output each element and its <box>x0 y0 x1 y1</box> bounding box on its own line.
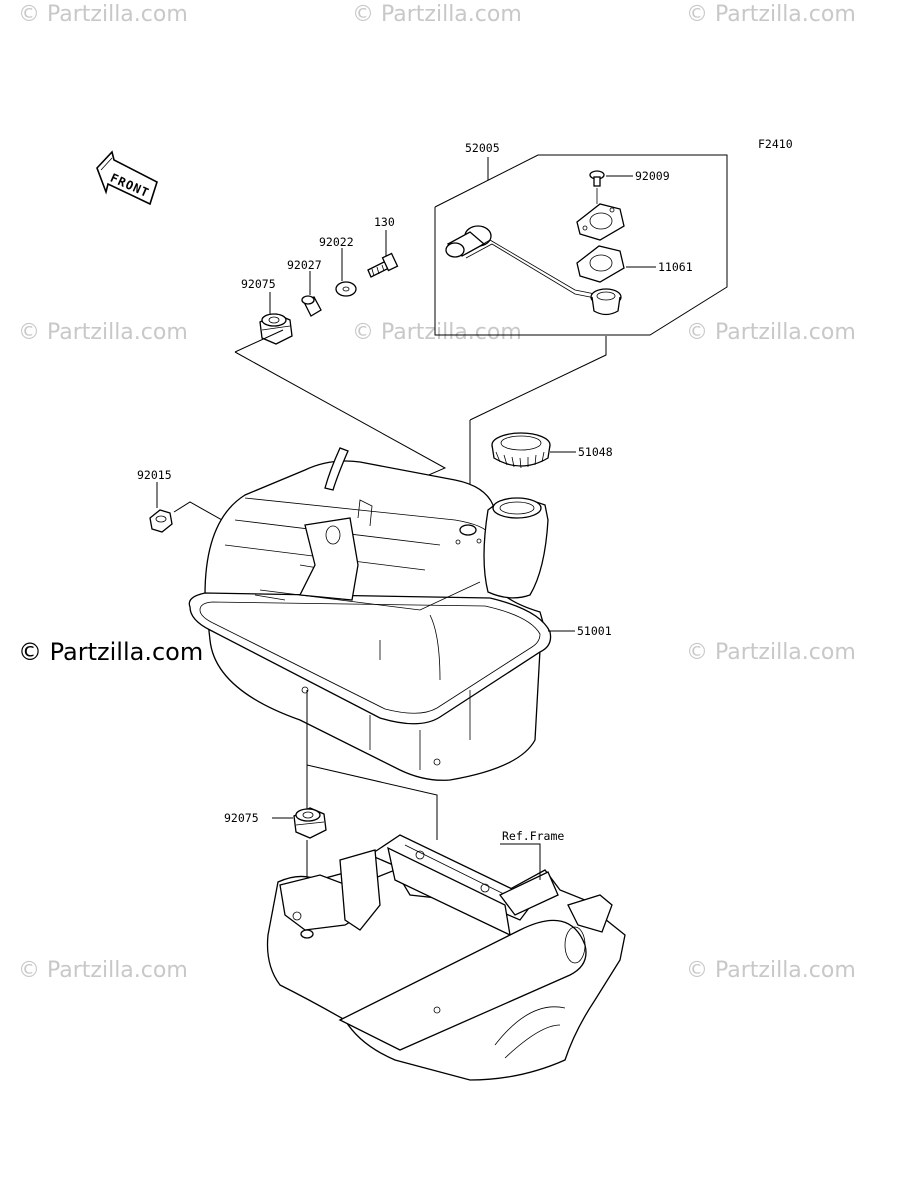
watermark: © Partzilla.com <box>18 2 188 27</box>
partzilla-watermark-main: © Partzilla.com <box>18 638 204 666</box>
filler-cap-51048 <box>491 432 551 469</box>
nut-92015 <box>149 509 173 533</box>
collar-92027 <box>301 295 322 317</box>
front-arrow-icon: FRONT <box>96 150 158 206</box>
grommet-92075-bottom <box>293 807 327 839</box>
fuel-tank-51001 <box>188 447 552 781</box>
watermark: © Partzilla.com <box>18 320 188 345</box>
watermark: © Partzilla.com <box>686 320 856 345</box>
label-51001: 51001 <box>577 624 612 638</box>
label-130: 130 <box>374 215 395 229</box>
label-92027: 92027 <box>287 258 322 272</box>
label-92022: 92022 <box>319 235 354 249</box>
watermark: © Partzilla.com <box>686 640 856 665</box>
washer-92022 <box>335 281 357 297</box>
label-51048: 51048 <box>578 445 613 459</box>
label-52005: 52005 <box>465 141 500 155</box>
watermark: © Partzilla.com <box>686 2 856 27</box>
bolt-130 <box>367 252 399 278</box>
label-92015: 92015 <box>137 468 172 482</box>
label-11061: 11061 <box>658 260 693 274</box>
fuel-sender-unit <box>445 225 622 316</box>
grommet-92075-top <box>259 313 293 345</box>
group-box-52005 <box>434 154 728 336</box>
watermark: © Partzilla.com <box>352 2 522 27</box>
label-92009: 92009 <box>635 169 670 183</box>
screw-92009 <box>589 170 605 187</box>
label-92075-top: 92075 <box>241 277 276 291</box>
figure-code: F2410 <box>758 137 793 151</box>
watermark: © Partzilla.com <box>686 958 856 983</box>
watermark: © Partzilla.com <box>352 320 522 345</box>
ref-frame-label: Ref.Frame <box>502 829 564 843</box>
watermark: © Partzilla.com <box>18 958 188 983</box>
ref-frame <box>266 834 626 1081</box>
gasket-11061 <box>576 245 625 283</box>
label-92075-bottom: 92075 <box>224 811 259 825</box>
sender-plate <box>576 203 625 241</box>
